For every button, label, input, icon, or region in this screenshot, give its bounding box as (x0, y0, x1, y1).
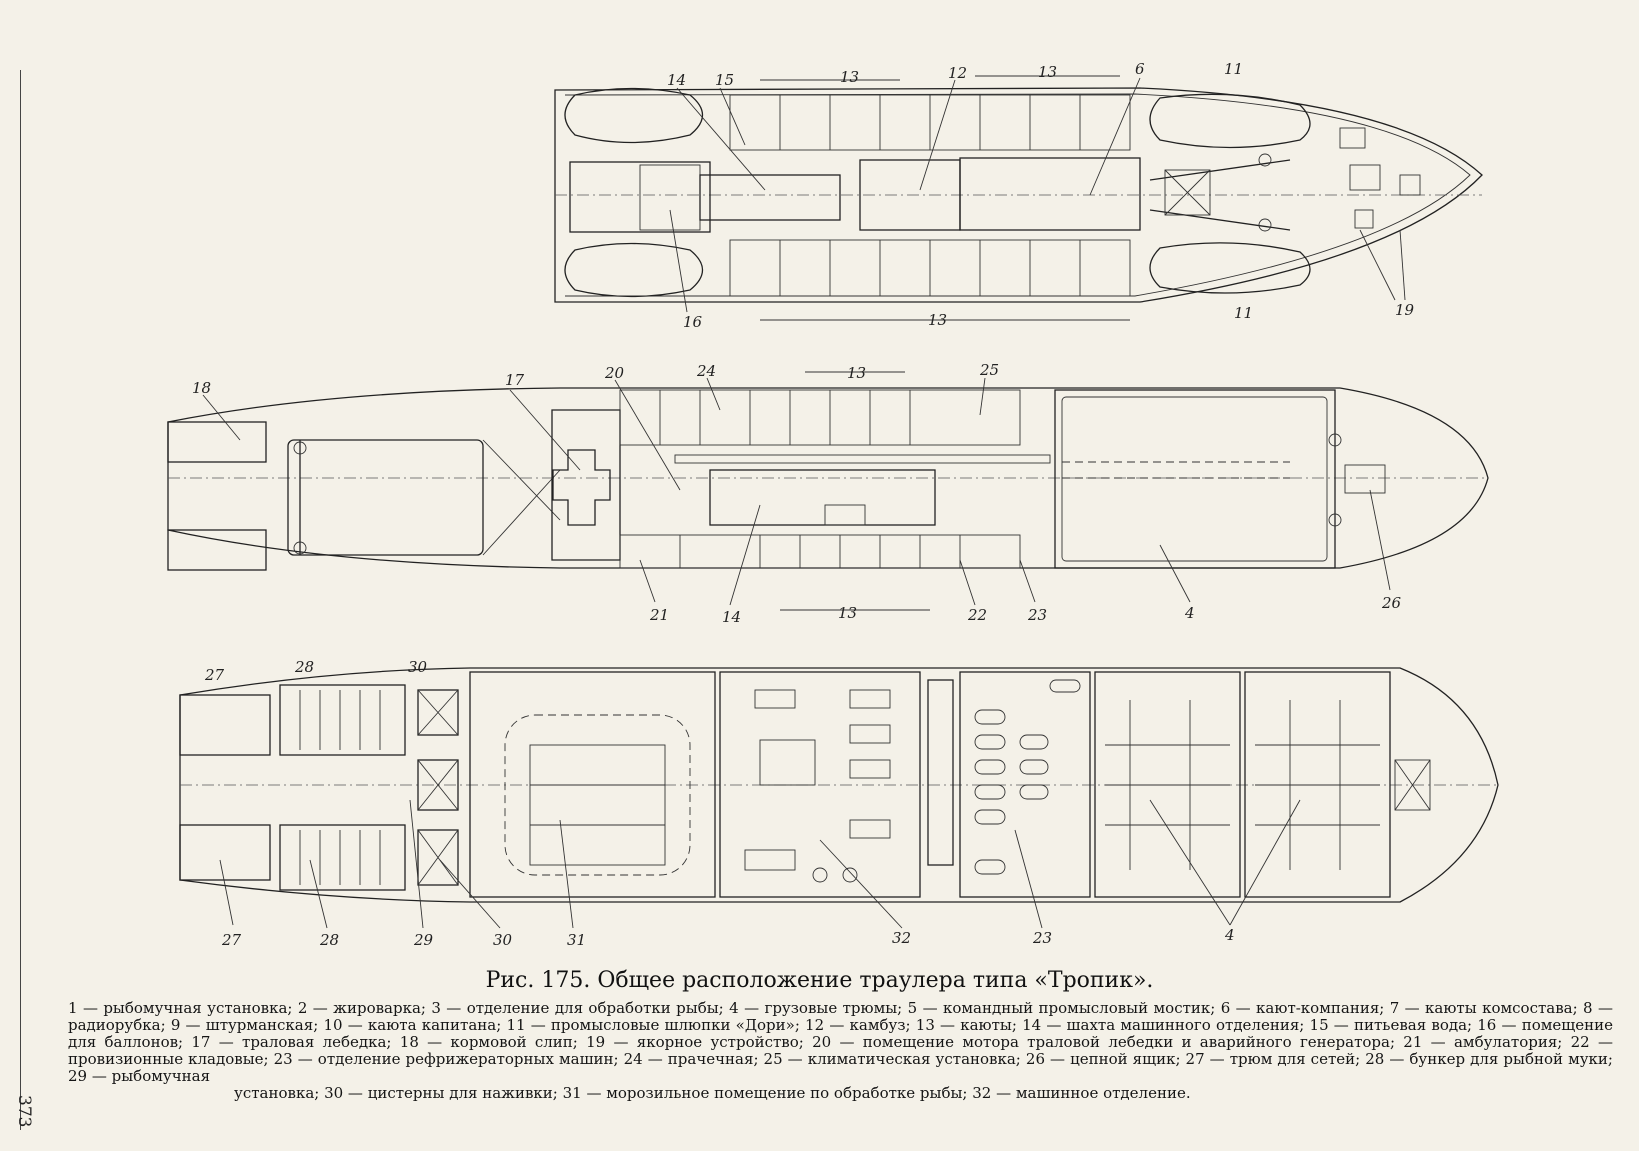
callout-13-top-b: 13 (1038, 63, 1057, 81)
callout-26-middle: 26 (1381, 594, 1402, 612)
callout-11-top-b: 11 (1234, 304, 1253, 322)
callout-24-middle: 24 (696, 362, 716, 380)
callout-18-middle: 18 (192, 379, 211, 397)
figure-legend: 1 — рыбомучная установка; 2 — жироварка;… (68, 1000, 1613, 1102)
callout-13-middle-a: 13 (847, 364, 866, 382)
callout-6-top: 6 (1135, 60, 1145, 78)
callout-13-top-c: 13 (928, 311, 947, 329)
legend-text: 1 — рыбомучная установка; 2 — жироварка;… (68, 999, 1613, 1085)
lower-hold-plan: 27 28 30 27 28 29 30 31 32 23 4 (179, 658, 1499, 949)
callout-22-middle: 22 (967, 606, 987, 624)
main-deck-plan: 18 17 20 24 13 25 21 14 13 22 23 4 26 (167, 361, 1489, 626)
legend-last-line: установка; 30 — цистерны для наживки; 31… (234, 1084, 1191, 1102)
callout-17-middle: 17 (505, 371, 525, 389)
callout-14-top: 14 (667, 71, 686, 89)
callout-11-top-a: 11 (1224, 60, 1243, 78)
callout-4-middle: 4 (1184, 604, 1195, 622)
callout-13-middle-b: 13 (838, 604, 857, 622)
callout-23-bottom: 23 (1032, 929, 1052, 947)
figure-caption: Рис. 175. Общее расположение траулера ти… (485, 968, 1154, 993)
callout-12-top: 12 (948, 64, 967, 82)
callout-25-middle: 25 (979, 361, 999, 379)
callout-21-middle: 21 (649, 606, 669, 624)
callout-32-bottom: 32 (892, 929, 911, 947)
callout-13-top-a: 13 (840, 68, 859, 86)
callout-19-top: 19 (1395, 301, 1415, 319)
callout-14-middle: 14 (722, 608, 741, 626)
callout-29-bottom: 29 (413, 931, 434, 949)
callout-28-bottom-b: 28 (319, 931, 339, 949)
callout-16-top: 16 (683, 313, 703, 331)
callout-27-bottom-b: 27 (221, 931, 242, 949)
page-binding-edge (20, 70, 21, 1130)
upper-deck-plan: 14 15 13 12 13 6 11 16 13 11 19 (554, 60, 1483, 331)
callout-31-bottom: 31 (567, 931, 586, 949)
callout-30-bottom-b: 30 (493, 931, 513, 949)
callout-27-bottom-a: 27 (204, 666, 225, 684)
callout-20-middle: 20 (604, 364, 625, 382)
callout-15-top: 15 (715, 71, 734, 89)
callout-4-bottom: 4 (1224, 926, 1235, 944)
callout-23-middle: 23 (1027, 606, 1047, 624)
callout-30-bottom-a: 30 (408, 658, 428, 676)
callout-28-bottom-a: 28 (294, 658, 314, 676)
